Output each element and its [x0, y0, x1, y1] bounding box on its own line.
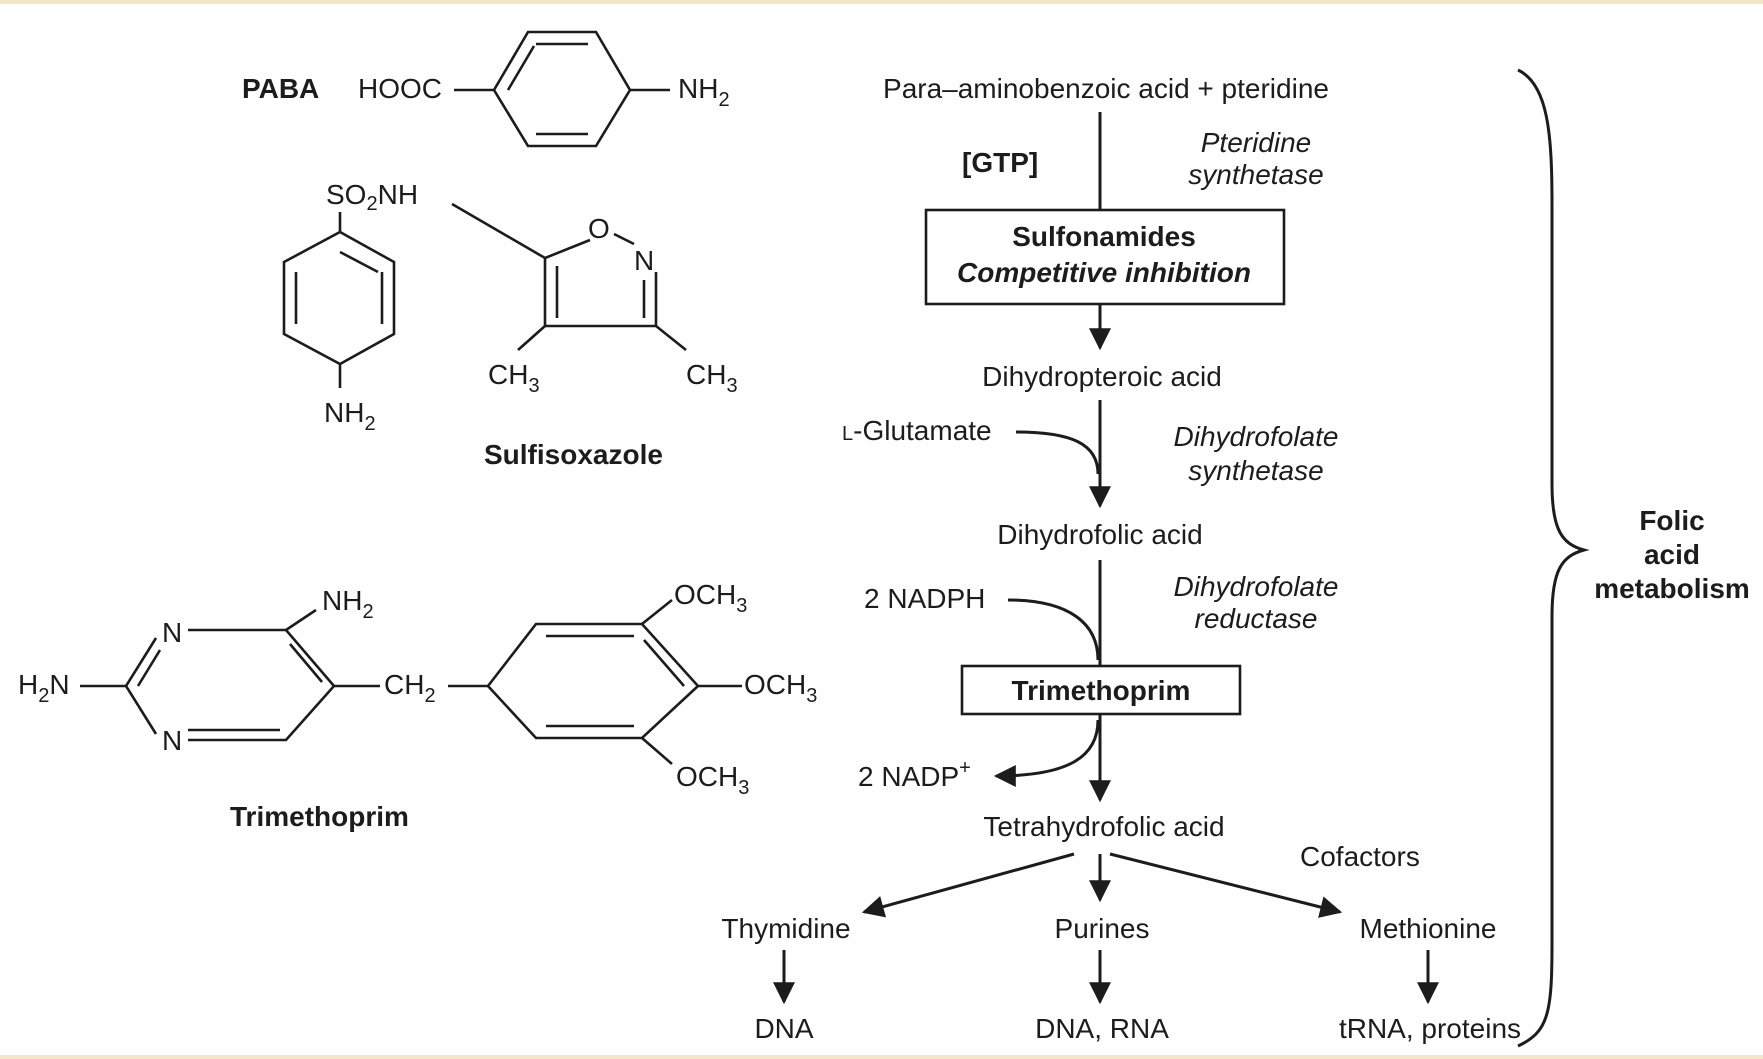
- pyrimidine-ring-left: [124, 637, 158, 735]
- methylene-bridge: CH2: [384, 669, 436, 707]
- enzyme-pteridine-synthetase-line2: synthetase: [1188, 159, 1323, 190]
- sulfisoxazole-ring-double-bond: [339, 250, 379, 274]
- sulfisoxazole-structure: SO2NH NH2 O N CH3 CH3 Sulfisoxazole: [282, 179, 738, 470]
- methoxy-bond-bottom: [641, 737, 673, 765]
- paba-ring-double-bond: [506, 45, 536, 91]
- enzyme-pteridine-synthetase-line1: Pteridine: [1201, 127, 1312, 158]
- pyrimidine-double-bond: [289, 643, 323, 683]
- sulfonamide-to-isoxazole-bond: [451, 202, 546, 260]
- methyl-bond-right: [655, 324, 687, 352]
- folic-acid-metabolism-bracket: [1517, 68, 1590, 1048]
- pyrimidine-nitrogen-top: N: [162, 617, 182, 648]
- arrow-to-thymidine: [861, 852, 1075, 918]
- sulfonamides-label: Sulfonamides: [1012, 221, 1196, 252]
- bracket-label-folic: Folic: [1639, 505, 1704, 536]
- bracket-label-acid: acid: [1644, 539, 1700, 570]
- isoxazole-nitrogen: N: [634, 245, 654, 276]
- figure: PABA HOOC NH2 SO2NH NH2 O N CH3 CH3 Sulf…: [0, 4, 1763, 1055]
- tetrahydrofolic-acid: Tetrahydrofolic acid: [983, 811, 1224, 842]
- pathway-start: Para–aminobenzoic acid + pteridine: [883, 73, 1329, 104]
- trimethoxybenzene-double-bond: [643, 639, 685, 687]
- arrow-to-methionine: [1109, 852, 1343, 918]
- end-dna-rna: DNA, RNA: [1035, 1013, 1169, 1044]
- sulfonamide-group: SO2NH: [326, 179, 418, 215]
- pyrimidine-ring-right: [188, 628, 336, 742]
- trimethoprim-amine-top: NH2: [322, 585, 374, 623]
- methoxy-group-mid: OCH3: [744, 669, 817, 707]
- end-dna: DNA: [754, 1013, 813, 1044]
- folic-acid-pathway-diagram: PABA HOOC NH2 SO2NH NH2 O N CH3 CH3 Sulf…: [18, 30, 1750, 1048]
- methoxy-group-top: OCH3: [674, 579, 747, 617]
- methionine: Methionine: [1360, 913, 1497, 944]
- dihydropteroic-acid: Dihydropteroic acid: [982, 361, 1222, 392]
- end-trna-proteins: tRNA, proteins: [1339, 1013, 1521, 1044]
- dihydrofolic-acid: Dihydrofolic acid: [997, 519, 1202, 550]
- enzyme-dihydrofolate-synthetase-line2: synthetase: [1188, 455, 1323, 486]
- enzyme-dihydrofolate-synthetase-line1: Dihydrofolate: [1174, 421, 1339, 452]
- glutamate-input-curve: [1015, 430, 1100, 475]
- pyrimidine-nitrogen-bottom: N: [162, 725, 182, 756]
- trimethoprim-box: [960, 664, 1242, 716]
- nadp-output-curve: [993, 719, 1100, 787]
- sulfisoxazole-label: Sulfisoxazole: [484, 439, 663, 470]
- isoxazole-o-n-bond: [613, 232, 635, 246]
- thymidine: Thymidine: [721, 913, 850, 944]
- paba-label: PABA: [242, 73, 319, 104]
- isoxazole-oxygen: O: [588, 213, 610, 244]
- sulfisoxazole-benzene-ring: [282, 230, 396, 366]
- pyrimidine-double-bond: [136, 649, 162, 687]
- paba-benzene-ring: [492, 30, 632, 148]
- gtp-cofactor: [GTP]: [962, 147, 1038, 178]
- methoxy-bond-top: [641, 598, 673, 626]
- methyl-group-left: CH3: [488, 359, 540, 397]
- methyl-group-right: CH3: [686, 359, 738, 397]
- trimethoprim-inhibitor-label: Trimethoprim: [1012, 675, 1191, 706]
- enzyme-dihydrofolate-reductase-line2: reductase: [1195, 603, 1318, 634]
- cofactors-label: Cofactors: [1300, 841, 1420, 872]
- sulfisoxazole-amine-group: NH2: [324, 397, 376, 435]
- nadph-input-curve: [1007, 598, 1100, 661]
- trimethoprim-amine-left: H2N: [18, 669, 70, 707]
- nadph-input: 2 NADPH: [864, 583, 985, 614]
- trimethoxybenzene-ring: [486, 622, 700, 740]
- folate-pathway: Para–aminobenzoic acid + pteridine [GTP]…: [721, 68, 1750, 1048]
- paba-carboxyl-group: HOOC: [358, 73, 442, 104]
- trimethoprim-top-amine-bond: [285, 608, 317, 632]
- sulfonamides-box: [924, 208, 1286, 306]
- nadp-output: 2 NADP+: [858, 757, 971, 792]
- paba-amine-group: NH2: [678, 73, 730, 111]
- trimethoprim-structure-label: Trimethoprim: [230, 801, 409, 832]
- purines: Purines: [1055, 913, 1150, 944]
- enzyme-dihydrofolate-reductase-line1: Dihydrofolate: [1174, 571, 1339, 602]
- bracket-label-metabolism: metabolism: [1594, 573, 1750, 604]
- competitive-inhibition-label: Competitive inhibition: [957, 257, 1251, 288]
- methyl-bond-left: [517, 325, 546, 351]
- trimethoprim-structure: H2N N N NH2 CH2 OCH3 OCH3 OCH3 Trimethop…: [18, 579, 817, 832]
- l-glutamate: L-Glutamate: [842, 415, 992, 446]
- paba-structure: PABA HOOC NH2: [242, 30, 730, 148]
- methoxy-group-bottom: OCH3: [676, 761, 749, 799]
